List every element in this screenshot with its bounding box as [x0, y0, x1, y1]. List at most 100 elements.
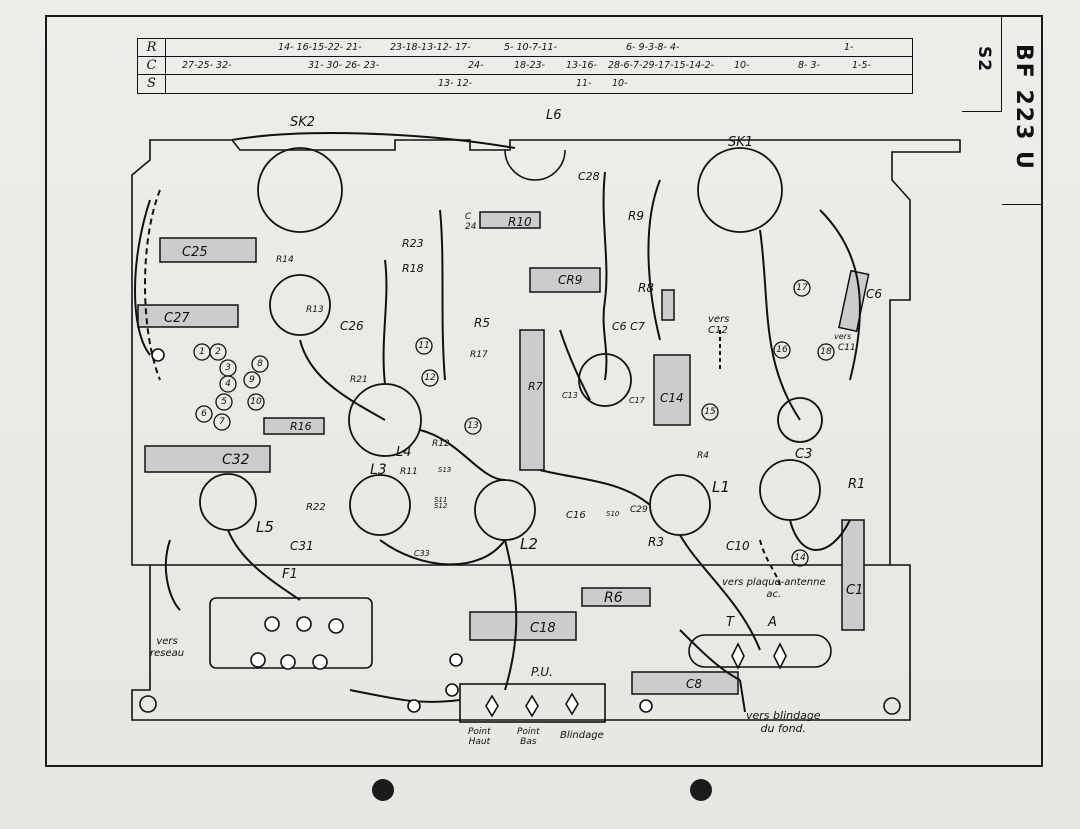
label-s12: S12 [434, 502, 448, 510]
mount-hole [139, 695, 157, 713]
ref-seg: 10- [734, 60, 750, 71]
ref-seg: 18-23- [514, 60, 546, 71]
post [296, 616, 312, 632]
pu-panel [459, 683, 606, 723]
model-box [1002, 17, 1041, 205]
ref-seg: 23-18-13-12- 17- [390, 42, 471, 53]
cap-cr9 [529, 267, 601, 293]
pu-jack [485, 694, 499, 718]
post [250, 652, 266, 668]
terminal-number: 14 [794, 553, 806, 563]
label-r7: R7 [528, 380, 543, 393]
post [312, 654, 328, 670]
post [264, 616, 280, 632]
tube-sockets [199, 147, 823, 541]
ref-seg: 11- [576, 78, 592, 89]
terminal-number: 18 [820, 347, 832, 357]
label-r6: R6 [604, 590, 623, 606]
ref-seg: 13- 12- [438, 78, 473, 89]
label-c1: C1 [846, 583, 863, 598]
ref-key: S [138, 75, 166, 93]
socket-c6c7 [578, 353, 632, 407]
terminal-number: 11 [418, 341, 430, 351]
label-vers-reseau: vers reseau [150, 636, 185, 659]
terminal-number: 13 [467, 421, 479, 431]
t-jack [731, 642, 745, 670]
cap-c25 [159, 237, 257, 263]
terminal-number: 15 [704, 407, 716, 417]
terminal-number: 1 [199, 347, 205, 357]
label-l3: L3 [370, 462, 387, 478]
label-f1: F1 [282, 567, 298, 582]
label-r11: R11 [400, 467, 418, 477]
label-r13: R13 [306, 305, 324, 315]
a-jack [773, 642, 787, 670]
cap-c32 [144, 445, 271, 473]
ref-seg: 10- [612, 78, 628, 89]
label-c6: C6 [866, 287, 882, 301]
label-r8: R8 [638, 281, 654, 295]
label-r16: R16 [290, 420, 312, 433]
post [445, 683, 459, 697]
ref-row-c: C 27-25- 32- 31- 30- 26- 23- 24- 18-23- … [138, 57, 912, 75]
terminal-number: 10 [250, 397, 262, 407]
ref-seg: 13-16- [566, 60, 598, 71]
terminal-number: 8 [257, 359, 263, 369]
label-l5: L5 [256, 518, 274, 536]
socket-c3 [777, 397, 823, 443]
label-c33: C33 [414, 549, 430, 558]
label-l1: L1 [712, 478, 730, 496]
socket-sk2 [257, 147, 343, 233]
res-r7 [519, 329, 545, 471]
ref-seg: 5- 10-7-11- [504, 42, 557, 53]
terminal-number: 17 [796, 283, 808, 293]
terminal-number: 3 [225, 363, 231, 373]
post [449, 653, 463, 667]
label-t: T [726, 615, 735, 630]
label-r17: R17 [470, 350, 488, 360]
ref-seg: 24- [468, 60, 484, 71]
chassis-tab [504, 149, 566, 181]
label-c18: C18 [530, 621, 556, 636]
post [280, 654, 296, 670]
label-r4: R4 [697, 451, 709, 461]
cap-c18 [469, 611, 577, 641]
label-c25: C25 [182, 245, 208, 260]
label-l6: L6 [546, 108, 562, 123]
socket-r13 [269, 274, 331, 336]
chassis-outline [131, 139, 961, 721]
drawing-frame [45, 15, 1043, 767]
label-vers-c11: vers [834, 332, 852, 341]
pu-jack [525, 694, 539, 718]
terminal-number: 2 [215, 347, 221, 357]
socket-sk1 [697, 147, 783, 233]
label-c32: C32 [222, 452, 250, 468]
post [328, 618, 344, 634]
wires [134, 132, 861, 713]
ref-seg: 31- 30- 26- 23- [308, 60, 380, 71]
label-c14: C14 [660, 391, 684, 405]
label-c13: C13 [562, 391, 578, 400]
label-vers-c12: vers C12 [708, 314, 730, 336]
ref-seg: 27-25- 32- [182, 60, 232, 71]
pu-jack [565, 692, 579, 716]
cap-c5 [838, 269, 870, 333]
cap-c1 [841, 519, 865, 631]
post [639, 699, 653, 713]
res-r6 [581, 587, 651, 607]
ta-panel [688, 634, 832, 668]
res-r16 [263, 417, 325, 435]
label-cr9: CR9 [558, 273, 582, 287]
label-c31: C31 [290, 539, 314, 553]
label-r12: R12 [432, 439, 450, 449]
label-c6c7: C6 C7 [612, 320, 645, 333]
ref-seg: 1- [844, 42, 854, 53]
terminal-number: 5 [221, 397, 227, 407]
ref-seg: 8- 3- [798, 60, 820, 71]
ref-key: C [138, 57, 166, 74]
terminal-number: 9 [249, 375, 255, 385]
label-r21: R21 [350, 375, 368, 385]
label-c17: C17 [629, 396, 645, 405]
